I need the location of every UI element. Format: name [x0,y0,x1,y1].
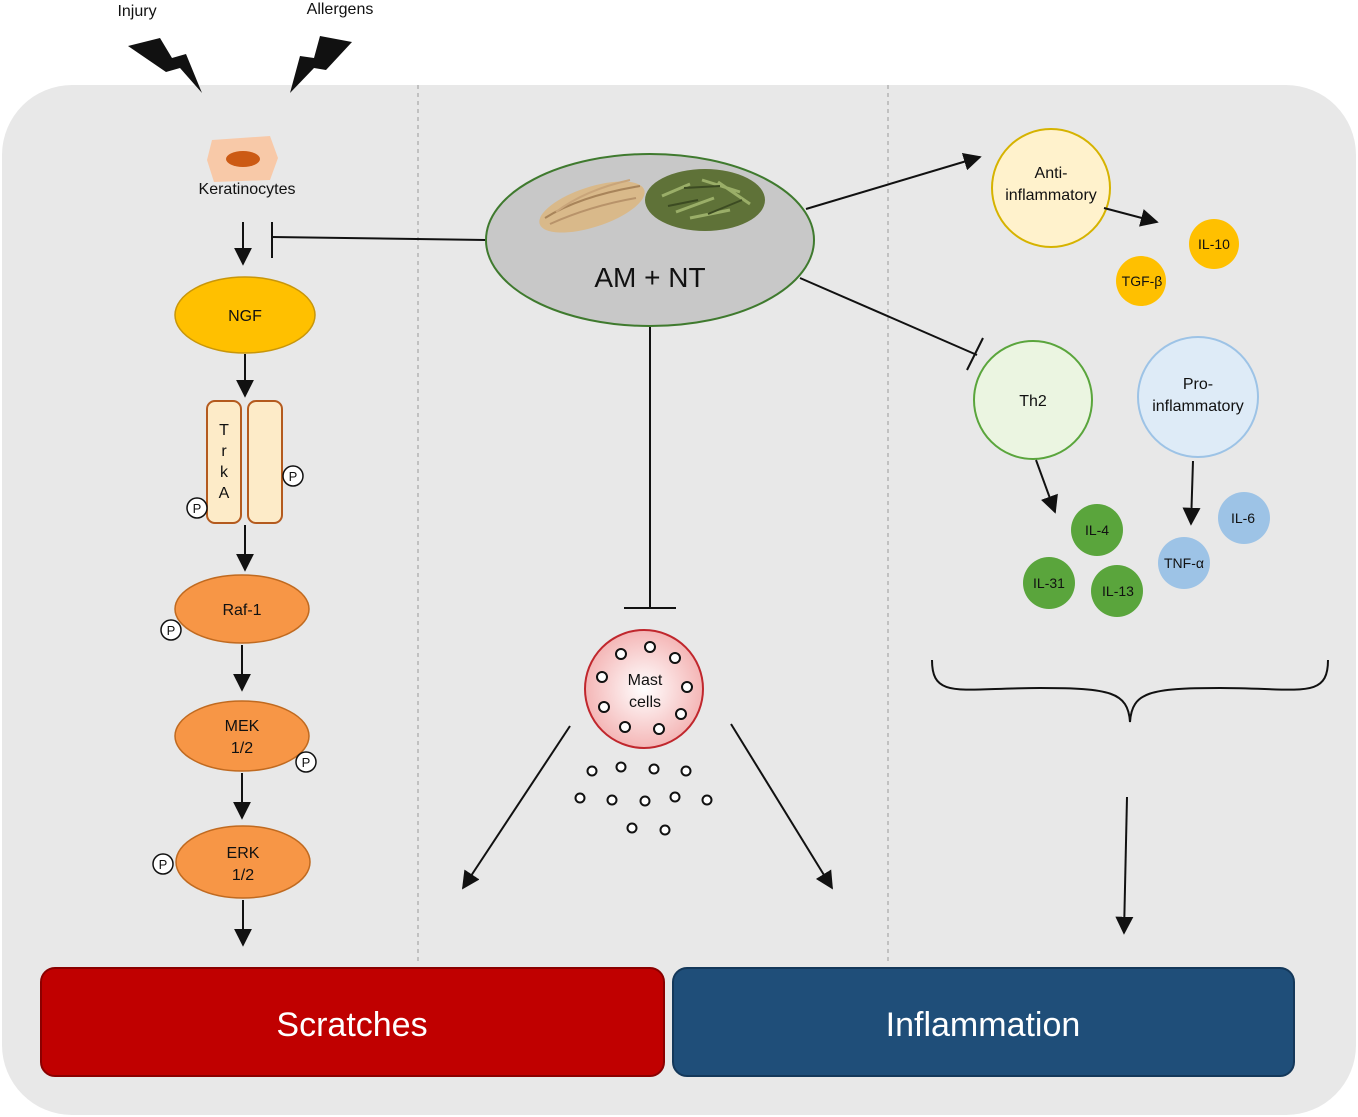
scratches-box [40,967,665,1077]
th2-label: Th2 [1019,393,1047,410]
mast-cells-label-line1: Mast [628,672,663,689]
il4-label: IL-4 [1085,522,1109,538]
arrow-am-nt-anti-inflammatory [805,153,982,210]
il10-node [1189,219,1239,269]
phospho-trka-right-icon: P [282,465,304,487]
phospho-raf1-label: P [167,623,176,638]
il31-label: IL-31 [1033,575,1065,591]
keratinocytes-label: Keratinocytes [199,181,296,198]
tgfb-label: TGF-β [1122,273,1163,289]
phospho-erk-label: P [159,857,168,872]
tnfa-label: TNF-α [1164,555,1204,571]
anti-inflammatory-label-line1: Anti- [1035,165,1068,182]
nt-herb-icon [645,169,765,231]
mast-cell-granules-icon [596,641,693,735]
inhibition-line-am-nt-keratinocytes [271,236,487,241]
trka-letter-a: A [219,485,230,502]
anti-inflammatory-label-line2: inflammatory [1005,187,1097,204]
scratches-label: Scratches [276,1006,427,1044]
arrow-mast-cells-inflammation [730,723,833,890]
arrow-th2-cytokines [1035,459,1058,514]
inflammation-label: Inflammation [886,1006,1081,1044]
arrow-pro-inflammatory-cytokines [1182,460,1201,526]
mek-label-line1: MEK [225,718,260,735]
phospho-trka-right-label: P [289,469,298,484]
arrow-cytokines-inflammation [1115,796,1134,935]
pro-inflammatory-label-line2: inflammatory [1152,398,1244,415]
lightning-injury-icon [128,38,202,93]
allergens-label: Allergens [307,1,374,18]
tgfb-node [1116,256,1166,306]
erk-label-line1: ERK [227,845,260,862]
phospho-mek-label: P [302,755,311,770]
mast-cells-label-line2: cells [629,694,661,711]
il13-label: IL-13 [1102,583,1134,599]
raf1-label: Raf-1 [222,602,261,619]
pro-inflammatory-node [1137,336,1259,458]
anti-inflammatory-node [991,128,1111,248]
am-nt-treatment-node [485,153,815,327]
ngf-node [174,276,316,354]
ngf-label: NGF [228,308,262,325]
inhibition-bar-th2 [966,337,984,371]
trka-receptor-right [247,400,283,524]
trka-letter-r: r [221,443,227,460]
inhibition-line-am-nt-th2 [799,277,978,356]
mek-node [174,700,310,772]
mek-label-line2: 1/2 [231,740,253,757]
raf1-node [174,574,310,644]
il6-label: IL-6 [1231,510,1255,526]
phospho-raf1-icon: P [160,619,182,641]
lightning-allergens-icon [290,36,352,93]
il6-node [1218,492,1270,544]
inflammation-box [672,967,1295,1077]
trka-letter-t: T [219,422,229,439]
th2-node [973,340,1093,460]
tnfa-node [1158,537,1210,589]
pro-inflammatory-label-line1: Pro- [1183,376,1213,393]
cytokines-brace [931,659,1329,723]
phospho-trka-left-label: P [193,501,202,516]
il13-node [1091,565,1143,617]
arrow-anti-inflammatory-cytokines [1103,207,1159,227]
arrow-mast-cells-scratches [462,725,571,890]
erk-node [175,825,311,899]
erk-label-line2: 1/2 [232,867,254,884]
phospho-trka-left-icon: P [186,497,208,519]
il31-node [1023,557,1075,609]
il10-label: IL-10 [1198,236,1230,252]
trka-receptor-left [206,400,242,524]
phospho-mek-icon: P [295,751,317,773]
il4-node [1071,504,1123,556]
am-root-herb-icon [539,179,645,233]
phospho-erk-icon: P [152,853,174,875]
am-nt-label: AM + NT [594,262,705,293]
injury-label: Injury [117,3,156,20]
keratinocyte-nucleus-icon [226,151,260,167]
released-granules-icon [574,761,713,836]
trka-letter-k: k [220,464,229,481]
